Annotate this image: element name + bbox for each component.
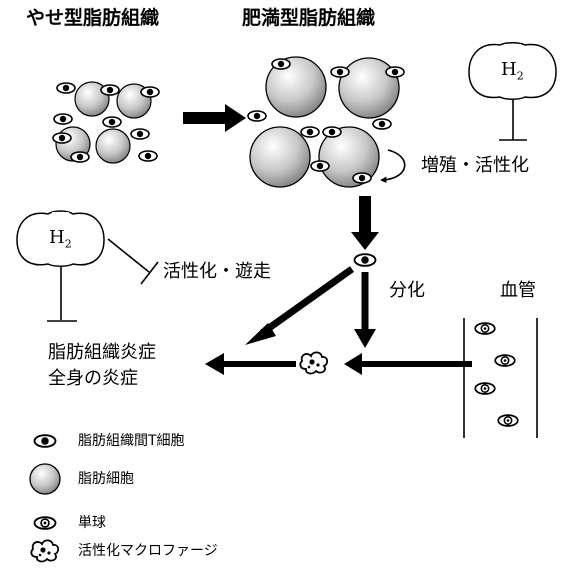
monocyte xyxy=(474,322,496,335)
t-cell xyxy=(138,150,158,162)
label-blood-vessel: 血管 xyxy=(500,280,536,301)
t-cell xyxy=(300,126,320,138)
h2-bubble-top xyxy=(468,42,557,141)
label-proliferation-activation: 増殖・活性化 xyxy=(421,155,529,176)
flow-arrows xyxy=(205,266,472,375)
t-cell-activated xyxy=(353,253,377,267)
activated-macrophage-icon xyxy=(30,539,60,563)
adipose-t-cell-icon xyxy=(33,434,57,448)
monocyte xyxy=(474,382,496,395)
t-cell xyxy=(330,66,350,78)
legend-label-monocyte: 単球 xyxy=(78,515,106,531)
t-cell xyxy=(130,128,150,140)
monocyte xyxy=(494,354,516,367)
t-cell xyxy=(385,66,405,78)
adipocyte xyxy=(249,126,311,188)
h2-label-top: H2 xyxy=(501,59,524,83)
t-cell xyxy=(310,160,330,172)
obese-adipose-cluster xyxy=(247,56,406,188)
monocyte-icon xyxy=(33,516,57,530)
legend-label-macrophage: 活性化マクロファージ xyxy=(78,543,218,559)
arrow-lean-to-obese xyxy=(183,104,246,132)
t-cell xyxy=(52,132,72,144)
title-obese: 肥満型脂肪組織 xyxy=(242,7,376,29)
label-differentiation: 分化 xyxy=(389,280,425,301)
t-cell xyxy=(53,113,73,125)
blood-vessel xyxy=(463,318,538,438)
legend-label-adipocyte: 脂肪細胞 xyxy=(78,471,134,487)
legend-icons xyxy=(29,434,61,563)
monocyte xyxy=(497,414,519,427)
legend-label-t-cell: 脂肪組織間T細胞 xyxy=(78,433,185,449)
h2-label-left: H2 xyxy=(49,227,72,251)
t-cell xyxy=(102,116,122,128)
arrow-down-to-tcell xyxy=(351,196,379,250)
proliferation-loop-arrow xyxy=(380,149,406,183)
label-adipose-inflammation: 脂肪組織炎症 xyxy=(48,342,156,363)
adipocyte xyxy=(95,128,131,164)
t-cell xyxy=(140,86,160,98)
t-cell xyxy=(322,126,342,138)
title-lean: やせ型脂肪組織 xyxy=(26,7,160,29)
adipocyte xyxy=(318,126,380,188)
adipocyte xyxy=(265,56,327,118)
activated-macrophage xyxy=(299,351,329,375)
t-cell xyxy=(100,84,120,96)
t-cell xyxy=(271,58,291,70)
t-cell xyxy=(56,82,76,94)
label-systemic-inflammation: 全身の炎症 xyxy=(48,368,138,389)
t-cell xyxy=(372,118,392,130)
adipocyte xyxy=(338,57,400,119)
adipocyte-icon xyxy=(29,463,61,495)
t-cell xyxy=(70,151,90,163)
label-activation-migration: 活性化・遊走 xyxy=(163,261,271,282)
t-cell xyxy=(352,172,372,184)
h2-bubble-left xyxy=(16,210,159,322)
t-cell xyxy=(247,110,267,122)
lean-adipose-cluster xyxy=(52,81,160,164)
